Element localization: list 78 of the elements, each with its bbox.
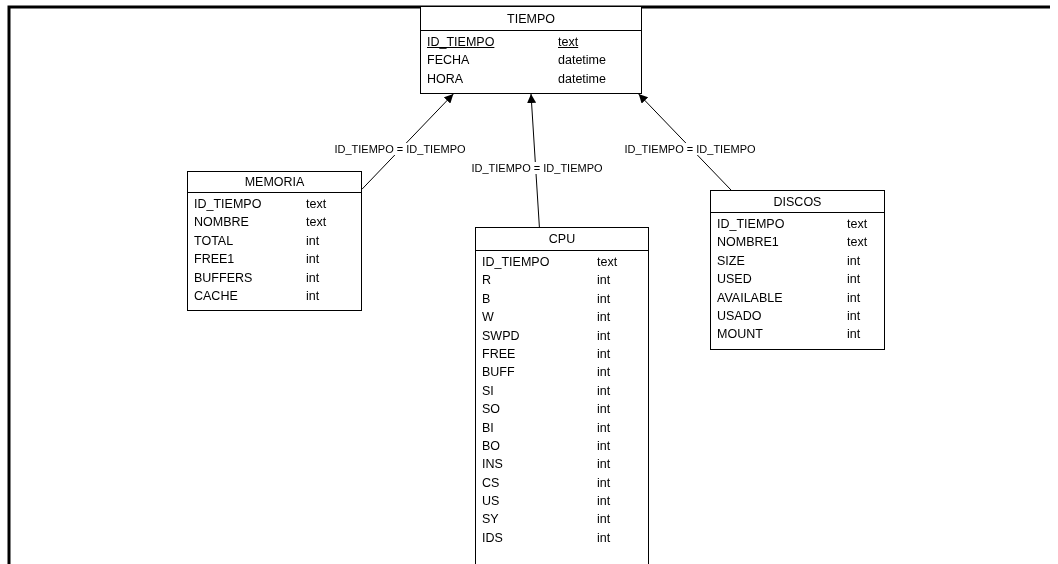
column-type: int [597, 512, 611, 527]
column-name: INS [482, 457, 503, 472]
column-type: int [847, 290, 861, 305]
table-title: MEMORIA [244, 175, 305, 189]
column-name: FREE1 [194, 252, 235, 267]
column-type: datetime [558, 71, 606, 86]
column-name: AVAILABLE [717, 290, 783, 305]
column-type: int [597, 273, 611, 288]
column-name: FREE [482, 346, 516, 361]
column-type: int [597, 420, 611, 435]
column-type: text [306, 197, 327, 211]
edge-label: ID_TIEMPO = ID_TIEMPO [333, 143, 467, 155]
edge-label: ID_TIEMPO = ID_TIEMPO [623, 143, 757, 155]
column-name: ID_TIEMPO [482, 255, 550, 269]
column-type: int [597, 346, 611, 361]
column-name: W [482, 310, 494, 325]
column-name: ID_TIEMPO [717, 217, 785, 231]
column-name: SIZE [717, 253, 745, 268]
column-name: NOMBRE1 [717, 235, 779, 250]
column-name: BO [482, 438, 501, 453]
column-name: MOUNT [717, 327, 763, 342]
column-name: USED [717, 272, 752, 287]
column-type: int [597, 310, 611, 325]
table-box [420, 6, 642, 95]
column-type: int [847, 253, 861, 268]
column-name: BUFF [482, 365, 515, 380]
column-name: CS [482, 475, 500, 490]
column-type: int [597, 291, 611, 306]
column-name: ID_TIEMPO [427, 35, 495, 49]
column-type: text [597, 255, 618, 269]
column-name: NOMBRE [194, 215, 249, 230]
table-title: TIEMPO [507, 12, 555, 26]
column-type: int [847, 327, 861, 342]
column-name: BUFFERS [194, 270, 253, 285]
column-type: int [597, 494, 611, 509]
column-name: IDS [482, 530, 503, 545]
column-type: int [597, 438, 611, 453]
column-type: text [558, 35, 579, 49]
column-type: int [306, 233, 320, 248]
column-name: SWPD [482, 328, 520, 343]
column-name: TOTAL [194, 233, 234, 248]
edge-label: ID_TIEMPO = ID_TIEMPO [470, 162, 604, 174]
column-type: int [597, 365, 611, 380]
column-type: int [306, 270, 320, 285]
column-name: HORA [427, 71, 464, 86]
relationship-arrow [638, 93, 732, 191]
column-type: int [597, 402, 611, 417]
column-name: ID_TIEMPO [194, 197, 262, 211]
table-box [475, 227, 649, 564]
table-title: CPU [548, 232, 576, 246]
relationship-arrow [361, 93, 454, 190]
column-name: SI [482, 383, 494, 398]
column-type: text [847, 217, 868, 231]
table-box [710, 190, 885, 350]
table-title: DISCOS [773, 195, 822, 209]
column-name: SO [482, 402, 501, 417]
column-name: B [482, 291, 491, 306]
column-type: int [597, 457, 611, 472]
column-type: int [306, 288, 320, 303]
column-type: int [597, 383, 611, 398]
relationship-arrow [527, 93, 540, 228]
column-type: int [847, 272, 861, 287]
column-type: text [306, 215, 327, 230]
column-name: R [482, 273, 492, 288]
column-type: int [597, 475, 611, 490]
column-type: int [306, 252, 320, 267]
column-name: CACHE [194, 288, 238, 303]
column-name: FECHA [427, 53, 470, 68]
column-name: SY [482, 512, 499, 527]
column-name: US [482, 494, 500, 509]
table-box [187, 171, 362, 312]
column-type: int [597, 328, 611, 343]
column-type: int [597, 530, 611, 545]
column-name: BI [482, 420, 494, 435]
column-type: datetime [558, 53, 606, 68]
column-type: int [847, 308, 861, 323]
column-name: USADO [717, 308, 762, 323]
column-type: text [847, 235, 868, 250]
